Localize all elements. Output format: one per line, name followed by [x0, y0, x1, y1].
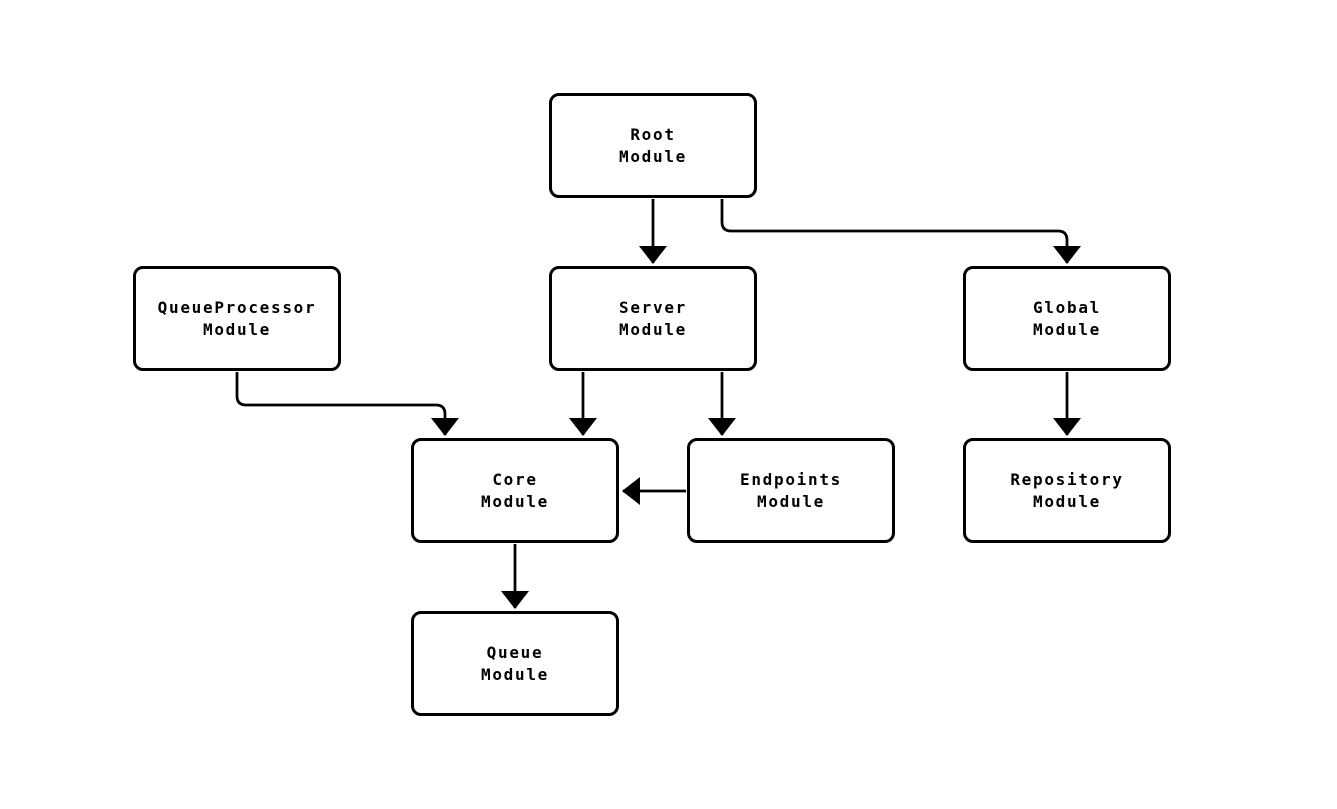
node-label: Root Module	[619, 124, 687, 166]
node-label: Global Module	[1033, 297, 1101, 339]
node-label: QueueProcessor Module	[157, 297, 317, 339]
edge-queueprocessor-to-core	[235, 372, 459, 436]
node-core-module: Core Module	[411, 438, 619, 543]
node-label: Server Module	[619, 297, 687, 339]
node-repository-module: Repository Module	[963, 438, 1171, 543]
node-queueprocessor-module: QueueProcessor Module	[133, 266, 341, 371]
node-queue-module: Queue Module	[411, 611, 619, 716]
node-server-module: Server Module	[549, 266, 757, 371]
node-label: Repository Module	[1010, 469, 1124, 511]
node-label: Endpoints Module	[740, 469, 842, 511]
edge-root-to-global	[720, 199, 1081, 264]
node-global-module: Global Module	[963, 266, 1171, 371]
node-label: Queue Module	[481, 642, 549, 684]
node-endpoints-module: Endpoints Module	[687, 438, 895, 543]
node-root-module: Root Module	[549, 93, 757, 198]
node-label: Core Module	[481, 469, 549, 511]
